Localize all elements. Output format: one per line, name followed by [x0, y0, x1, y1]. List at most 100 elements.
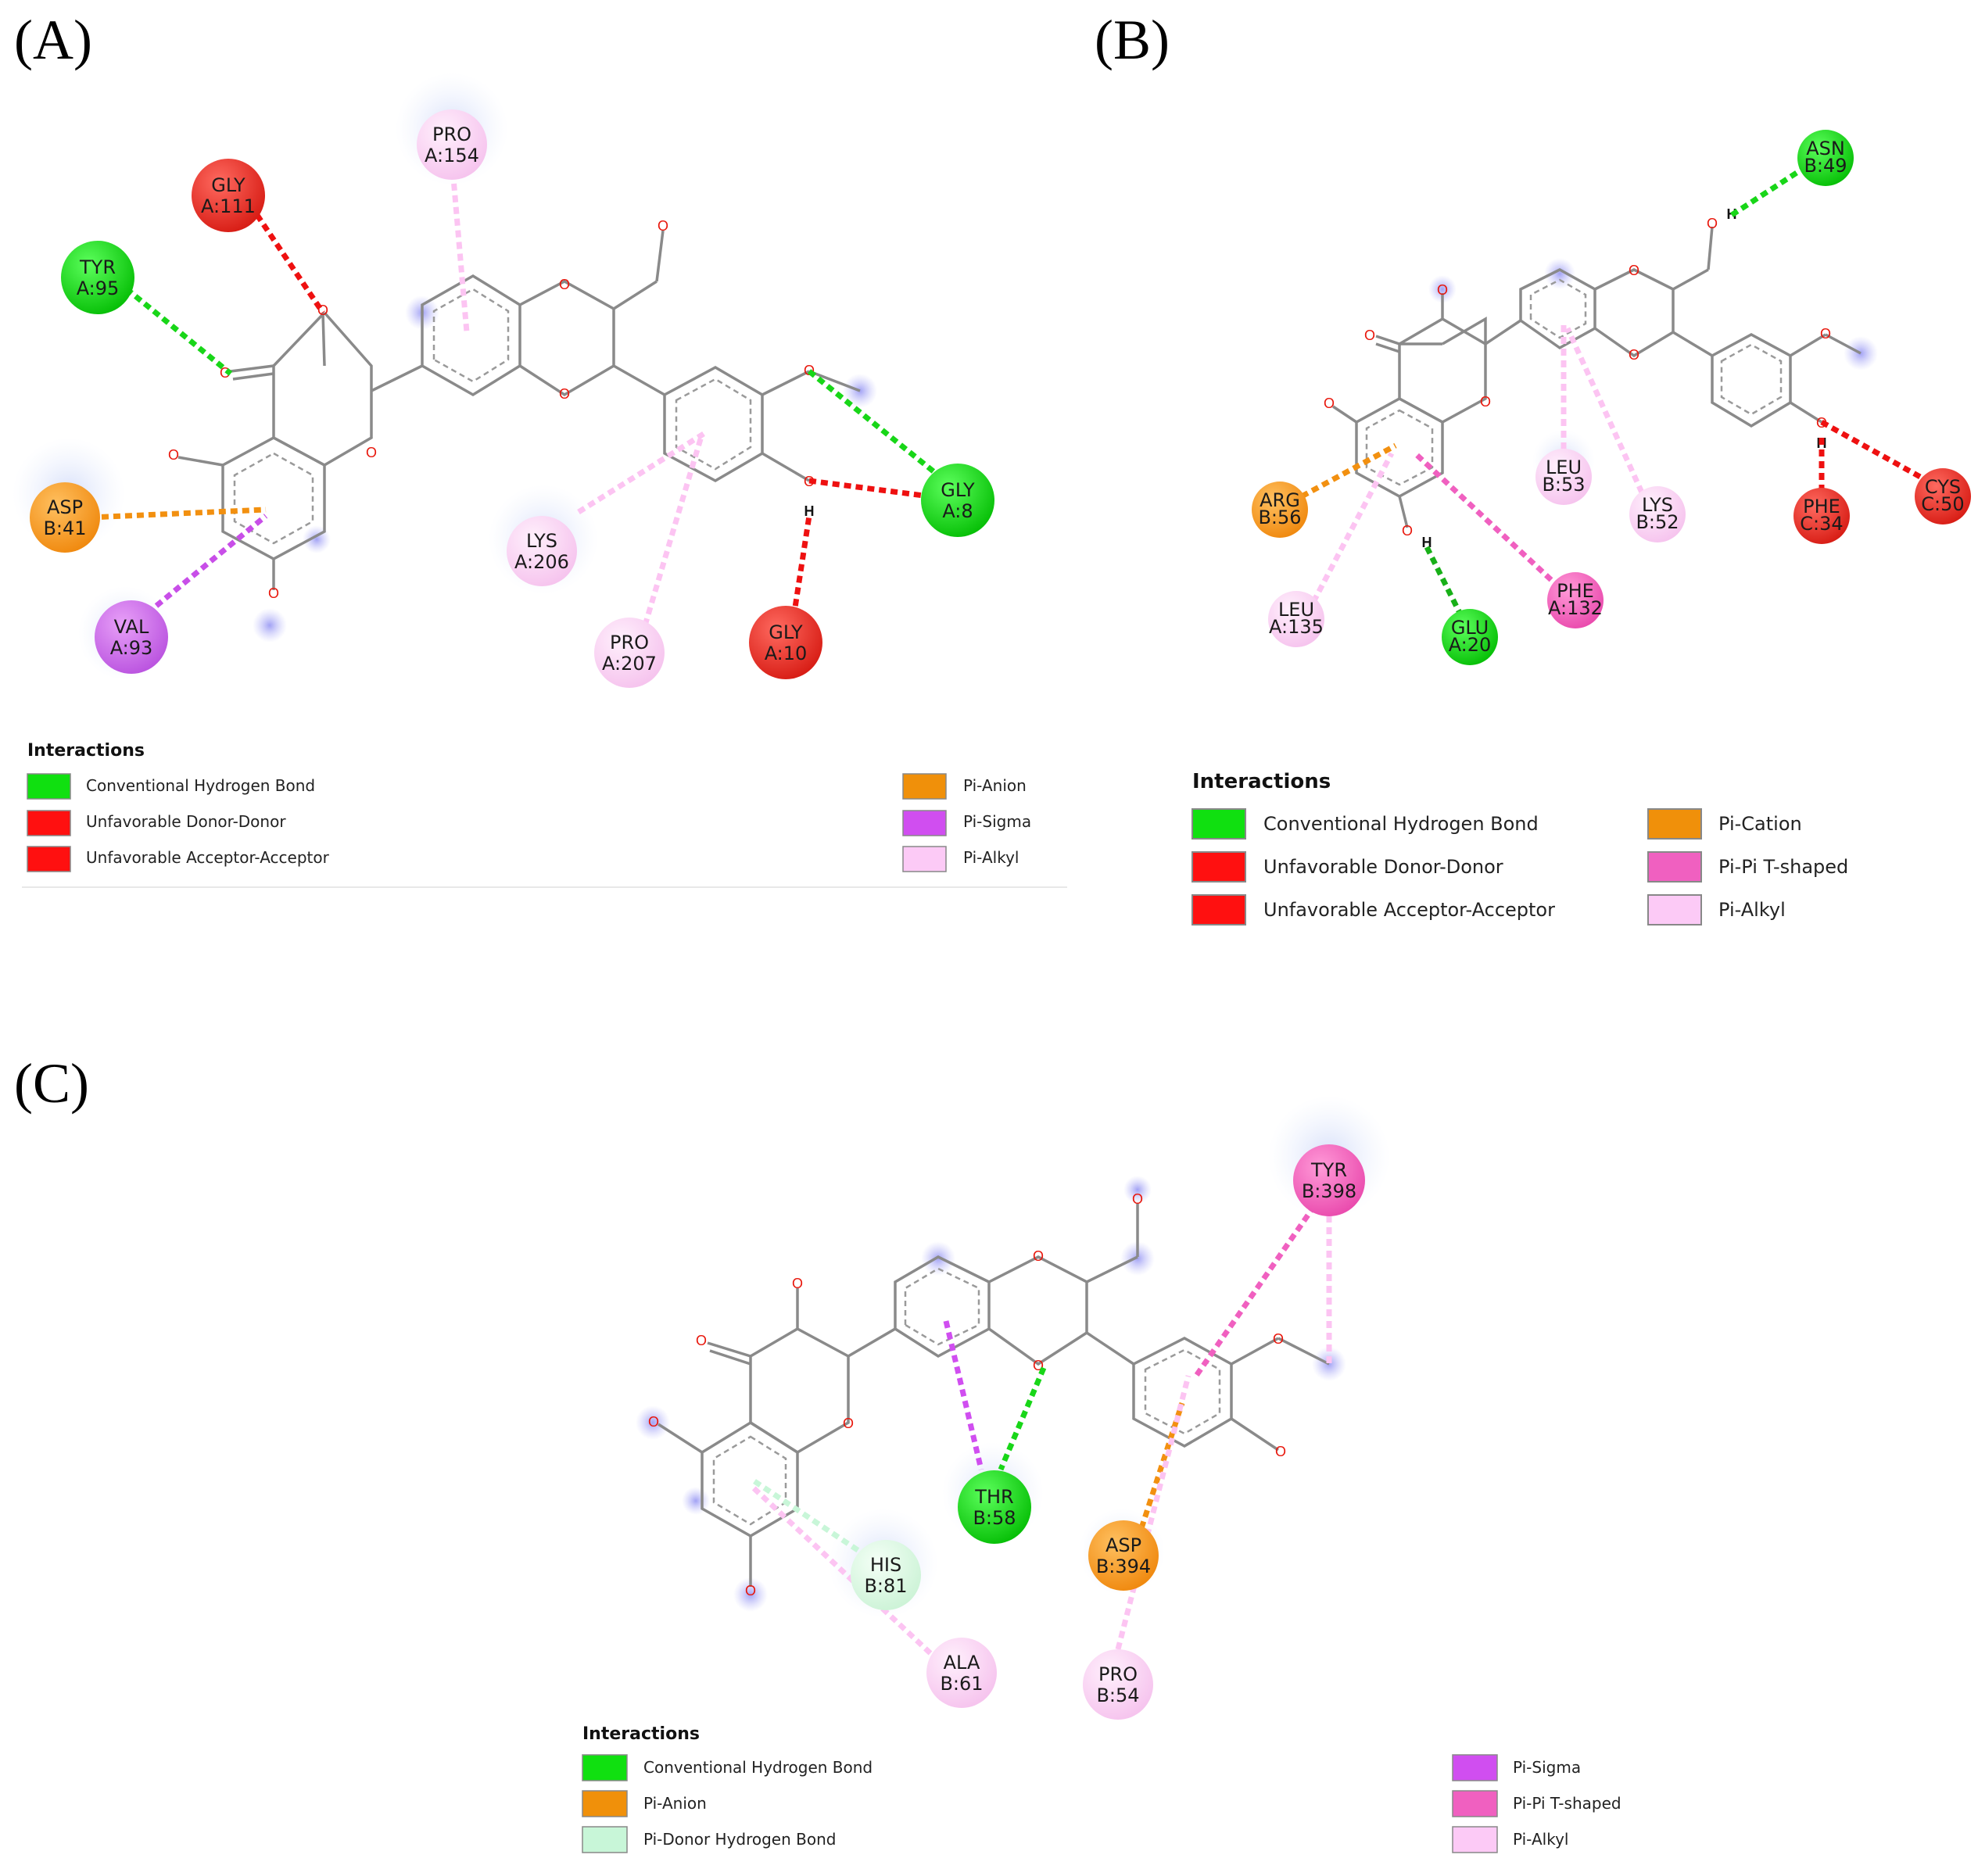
svg-text:H: H [804, 503, 815, 519]
residue-lys-a206[interactable]: LYS A:206 [507, 516, 577, 586]
svg-text:GLU: GLU [1451, 617, 1489, 639]
svg-text:ALA: ALA [944, 1652, 980, 1674]
svg-text:O: O [658, 218, 668, 234]
svg-text:Pi-Sigma: Pi-Sigma [1513, 1758, 1581, 1777]
svg-text:A:95: A:95 [77, 277, 120, 299]
svg-text:O: O [1364, 328, 1375, 343]
residue-gly-a10[interactable]: GLY A:10 [749, 606, 822, 679]
svg-text:O: O [843, 1416, 854, 1431]
residue-ala-b61[interactable]: ALA B:61 [926, 1638, 997, 1708]
svg-text:B:41: B:41 [43, 517, 86, 539]
residue-leu-b53[interactable]: LEU B:53 [1535, 449, 1592, 505]
svg-text:Pi-Pi T-shaped: Pi-Pi T-shaped [1513, 1794, 1621, 1813]
residue-gly-a111[interactable]: GLY A:111 [192, 159, 265, 232]
svg-text:Pi-Alkyl: Pi-Alkyl [1718, 899, 1786, 921]
legend-a: Interactions Conventional Hydrogen Bond … [22, 741, 1067, 888]
svg-text:O: O [1273, 1331, 1284, 1347]
residue-phe-a132[interactable]: PHE A:132 [1547, 572, 1604, 628]
residue-thr-b58[interactable]: THR B:58 [958, 1470, 1031, 1544]
residue-tyr-a95[interactable]: TYR A:95 [61, 241, 134, 314]
residue-glu-a20[interactable]: GLU A:20 [1442, 609, 1498, 665]
svg-text:A:207: A:207 [602, 653, 657, 675]
svg-text:B:54: B:54 [1096, 1684, 1139, 1706]
svg-text:GLY: GLY [769, 621, 803, 643]
svg-text:O: O [168, 447, 179, 463]
legend-a-item-0: Conventional Hydrogen Bond [27, 773, 315, 800]
svg-text:Interactions: Interactions [582, 1724, 700, 1744]
svg-text:B:398: B:398 [1302, 1180, 1356, 1202]
svg-text:LEU: LEU [1546, 456, 1582, 478]
residue-pro-b54[interactable]: PRO B:54 [1083, 1649, 1153, 1720]
legend-a-item-3: Pi-Anion [902, 773, 1027, 800]
legend-a-item-4: Pi-Sigma [902, 810, 1031, 836]
svg-text:A:135: A:135 [1269, 616, 1324, 638]
svg-text:Unfavorable Acceptor-Acceptor: Unfavorable Acceptor-Acceptor [86, 848, 330, 867]
svg-text:O: O [1324, 396, 1335, 411]
svg-text:A:10: A:10 [765, 643, 808, 664]
svg-text:O: O [1437, 282, 1448, 298]
svg-text:Pi-Alkyl: Pi-Alkyl [1513, 1830, 1568, 1849]
svg-text:A:111: A:111 [201, 195, 256, 217]
residue-lys-b52[interactable]: LYS B:52 [1629, 486, 1686, 542]
residue-gly-a8[interactable]: GLY A:8 [921, 464, 994, 537]
residue-asp-b394[interactable]: ASP B:394 [1088, 1520, 1159, 1591]
svg-text:O: O [1033, 1248, 1044, 1264]
svg-text:O: O [559, 277, 570, 292]
svg-text:B:394: B:394 [1096, 1556, 1151, 1577]
svg-text:A:206: A:206 [514, 551, 569, 573]
residue-his-b81[interactable]: HIS B:81 [851, 1540, 921, 1610]
svg-text:LEU: LEU [1278, 599, 1314, 621]
svg-text:O: O [559, 386, 570, 402]
svg-text:Pi-Anion: Pi-Anion [643, 1794, 707, 1813]
svg-text:O: O [696, 1333, 707, 1348]
residue-pro-a207[interactable]: PRO A:207 [594, 618, 665, 688]
svg-text:ASP: ASP [1105, 1534, 1141, 1556]
svg-text:B:53: B:53 [1542, 474, 1585, 496]
svg-text:ASN: ASN [1806, 138, 1845, 159]
svg-text:PRO: PRO [1098, 1663, 1138, 1685]
legend-b-item-3: Pi-Cation [1647, 808, 1802, 840]
legend-a-item-5: Pi-Alkyl [902, 846, 1019, 872]
residue-arg-b56[interactable]: ARG B:56 [1252, 482, 1308, 538]
svg-text:Pi-Anion: Pi-Anion [963, 776, 1027, 795]
residue-tyr-b398[interactable]: TYR B:398 [1293, 1144, 1365, 1216]
svg-text:Unfavorable Acceptor-Acceptor: Unfavorable Acceptor-Acceptor [1263, 899, 1555, 921]
residue-pro-a154[interactable]: PRO A:154 [417, 109, 487, 180]
svg-text:Conventional Hydrogen Bond: Conventional Hydrogen Bond [1263, 813, 1539, 835]
interaction-lines-c [748, 1194, 1332, 1656]
residue-phe-c34[interactable]: PHE C:34 [1793, 488, 1850, 544]
svg-text:O: O [366, 445, 377, 460]
residue-cys-c50[interactable]: CYS C:50 [1915, 468, 1971, 524]
ligand-structure-a: O O O O O O O O O O H [168, 218, 861, 601]
legend-c-item-3: Pi-Sigma [1452, 1754, 1581, 1781]
svg-text:GLY: GLY [211, 174, 245, 196]
legend-b-item-2: Unfavorable Acceptor-Acceptor [1191, 894, 1555, 925]
residue-asp-b41[interactable]: ASP B:41 [30, 482, 100, 553]
svg-text:LYS: LYS [1642, 494, 1673, 516]
legend-b-item-0: Conventional Hydrogen Bond [1191, 808, 1539, 840]
legend-c-item-0: Conventional Hydrogen Bond [582, 1754, 873, 1781]
svg-text:Pi-Cation: Pi-Cation [1718, 813, 1802, 835]
svg-text:Pi-Pi T-shaped: Pi-Pi T-shaped [1718, 856, 1848, 878]
legend-c-item-4: Pi-Pi T-shaped [1452, 1790, 1621, 1817]
svg-text:O: O [1132, 1191, 1143, 1207]
svg-text:TYR: TYR [1310, 1159, 1347, 1181]
svg-text:C:50: C:50 [1921, 493, 1964, 515]
svg-text:VAL: VAL [114, 616, 149, 638]
svg-text:PRO: PRO [610, 632, 649, 653]
svg-text:Unfavorable Donor-Donor: Unfavorable Donor-Donor [86, 812, 286, 831]
legend-c-item-1: Pi-Anion [582, 1790, 707, 1817]
svg-text:B:61: B:61 [940, 1673, 983, 1695]
svg-text:THR: THR [974, 1486, 1013, 1508]
svg-text:B:56: B:56 [1258, 507, 1301, 528]
svg-text:PHE: PHE [1803, 496, 1840, 517]
residue-val-a93[interactable]: VAL A:93 [95, 600, 168, 674]
legend-a-item-1: Unfavorable Donor-Donor [27, 810, 286, 836]
legend-a-item-2: Unfavorable Acceptor-Acceptor [27, 846, 330, 872]
legend-c-item-2: Pi-Donor Hydrogen Bond [582, 1826, 836, 1853]
residue-asn-b49[interactable]: ASN B:49 [1797, 130, 1854, 186]
residue-leu-a135[interactable]: LEU A:135 [1268, 591, 1324, 647]
svg-text:O: O [1480, 394, 1491, 410]
svg-text:A:8: A:8 [942, 500, 973, 522]
legend-b-item-4: Pi-Pi T-shaped [1647, 851, 1848, 883]
